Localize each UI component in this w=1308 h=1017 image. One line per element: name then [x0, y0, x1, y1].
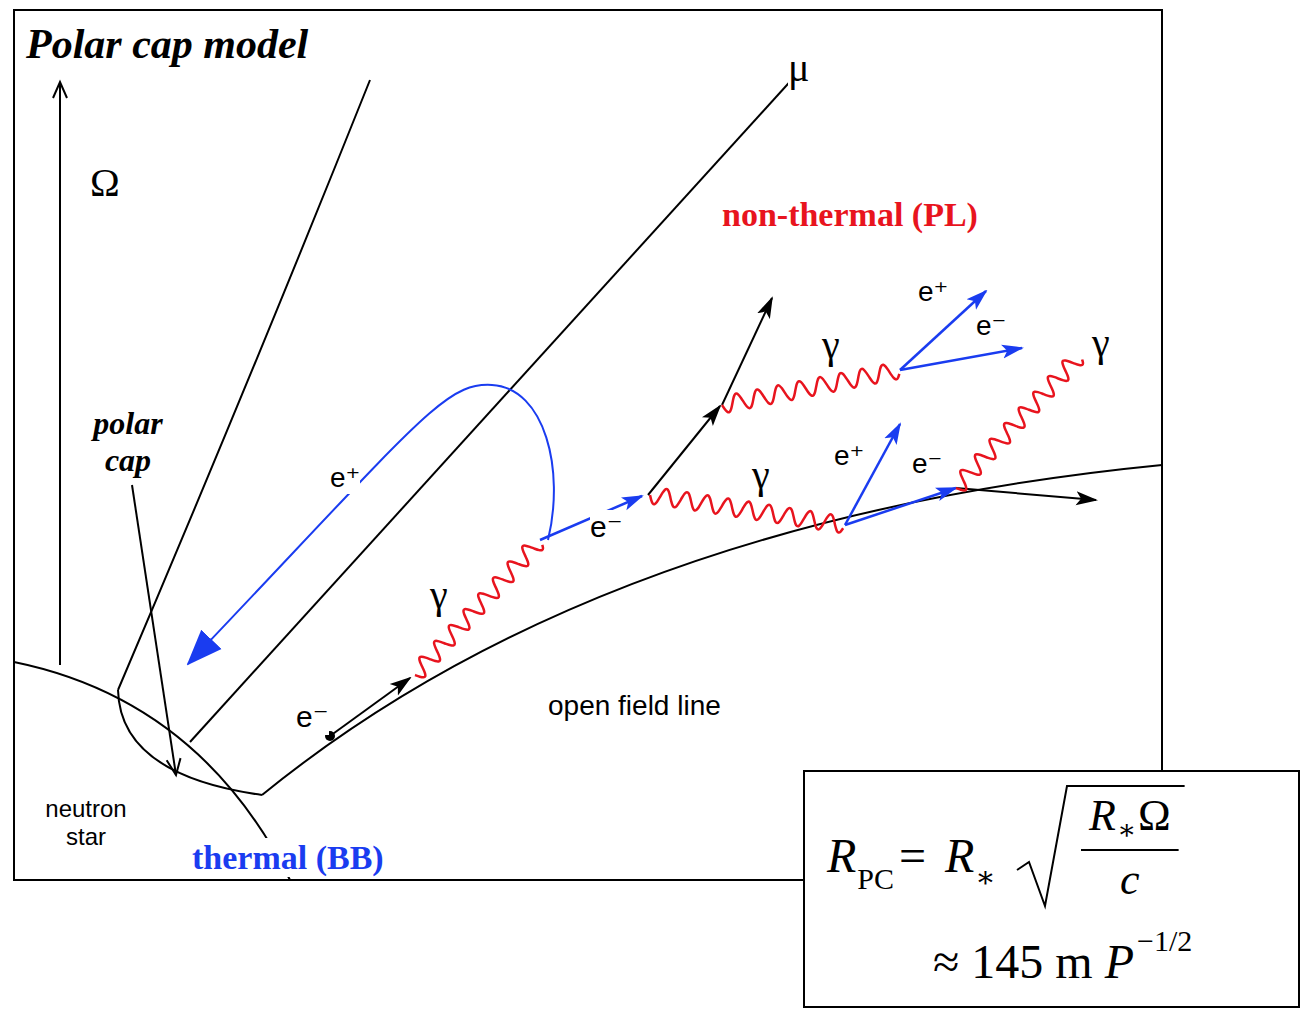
positron-track	[188, 385, 554, 664]
axis-symbol: μ	[788, 45, 809, 91]
photon-waves	[415, 359, 1083, 677]
particle-label: e⁺	[834, 440, 864, 472]
axis-symbol: Ω	[90, 160, 120, 206]
formula-term: R	[1089, 794, 1116, 838]
formula-term: R	[827, 832, 856, 880]
polar-cap-outline	[118, 690, 262, 795]
photon-wave	[722, 365, 899, 413]
field-line-label: open field line	[548, 690, 721, 722]
photon-wave	[956, 359, 1083, 490]
formula-term: ∗	[975, 862, 995, 892]
electron-track	[845, 488, 956, 525]
frame	[14, 10, 1162, 880]
region-label: polar cap	[78, 405, 178, 479]
leader-line	[132, 485, 176, 775]
formula-term: ≈ 145 m	[933, 938, 1093, 986]
radical-sign	[1017, 786, 1185, 906]
formula-term: Ω	[1138, 794, 1171, 838]
photon-wave	[415, 545, 543, 678]
electron-track	[900, 348, 1022, 370]
particle-label: e⁻	[912, 448, 942, 480]
particle-label: e⁻	[296, 700, 329, 735]
rotation-axis	[59, 82, 61, 665]
formula-box: RPC=R∗R∗Ωc≈ 145 mP−1/2	[803, 770, 1300, 1008]
particle-label: e⁺	[330, 462, 360, 494]
emission-label: thermal (BB)	[192, 838, 384, 877]
formula-term: =	[899, 832, 926, 880]
particle-track	[722, 298, 772, 405]
formula-term: −1/2	[1137, 926, 1192, 956]
photon-label: γ	[430, 572, 448, 618]
formula-term: ∗	[1117, 816, 1136, 844]
emission-label: non-thermal (PL)	[722, 195, 978, 234]
fraction-bar	[1081, 849, 1179, 851]
formula-term: PC	[857, 864, 894, 894]
photon-label: γ	[822, 322, 840, 368]
particle-label: e⁺	[918, 276, 948, 308]
formula-term: R	[945, 832, 974, 880]
particle-track	[648, 406, 720, 495]
particle-track	[956, 488, 1096, 500]
photon-wave	[650, 489, 843, 533]
field-line	[118, 80, 370, 690]
formula-term: c	[1120, 858, 1140, 902]
magnetic-axis	[190, 64, 806, 742]
title: Polar cap model	[26, 20, 308, 68]
photon-label: γ	[1092, 320, 1110, 366]
object-label: neutron star	[36, 795, 136, 850]
formula-term: P	[1105, 938, 1134, 986]
particle-label: e⁻	[590, 510, 623, 545]
photon-label: γ	[752, 452, 770, 498]
particle-label: e⁻	[976, 310, 1006, 342]
particle-track	[330, 678, 410, 736]
